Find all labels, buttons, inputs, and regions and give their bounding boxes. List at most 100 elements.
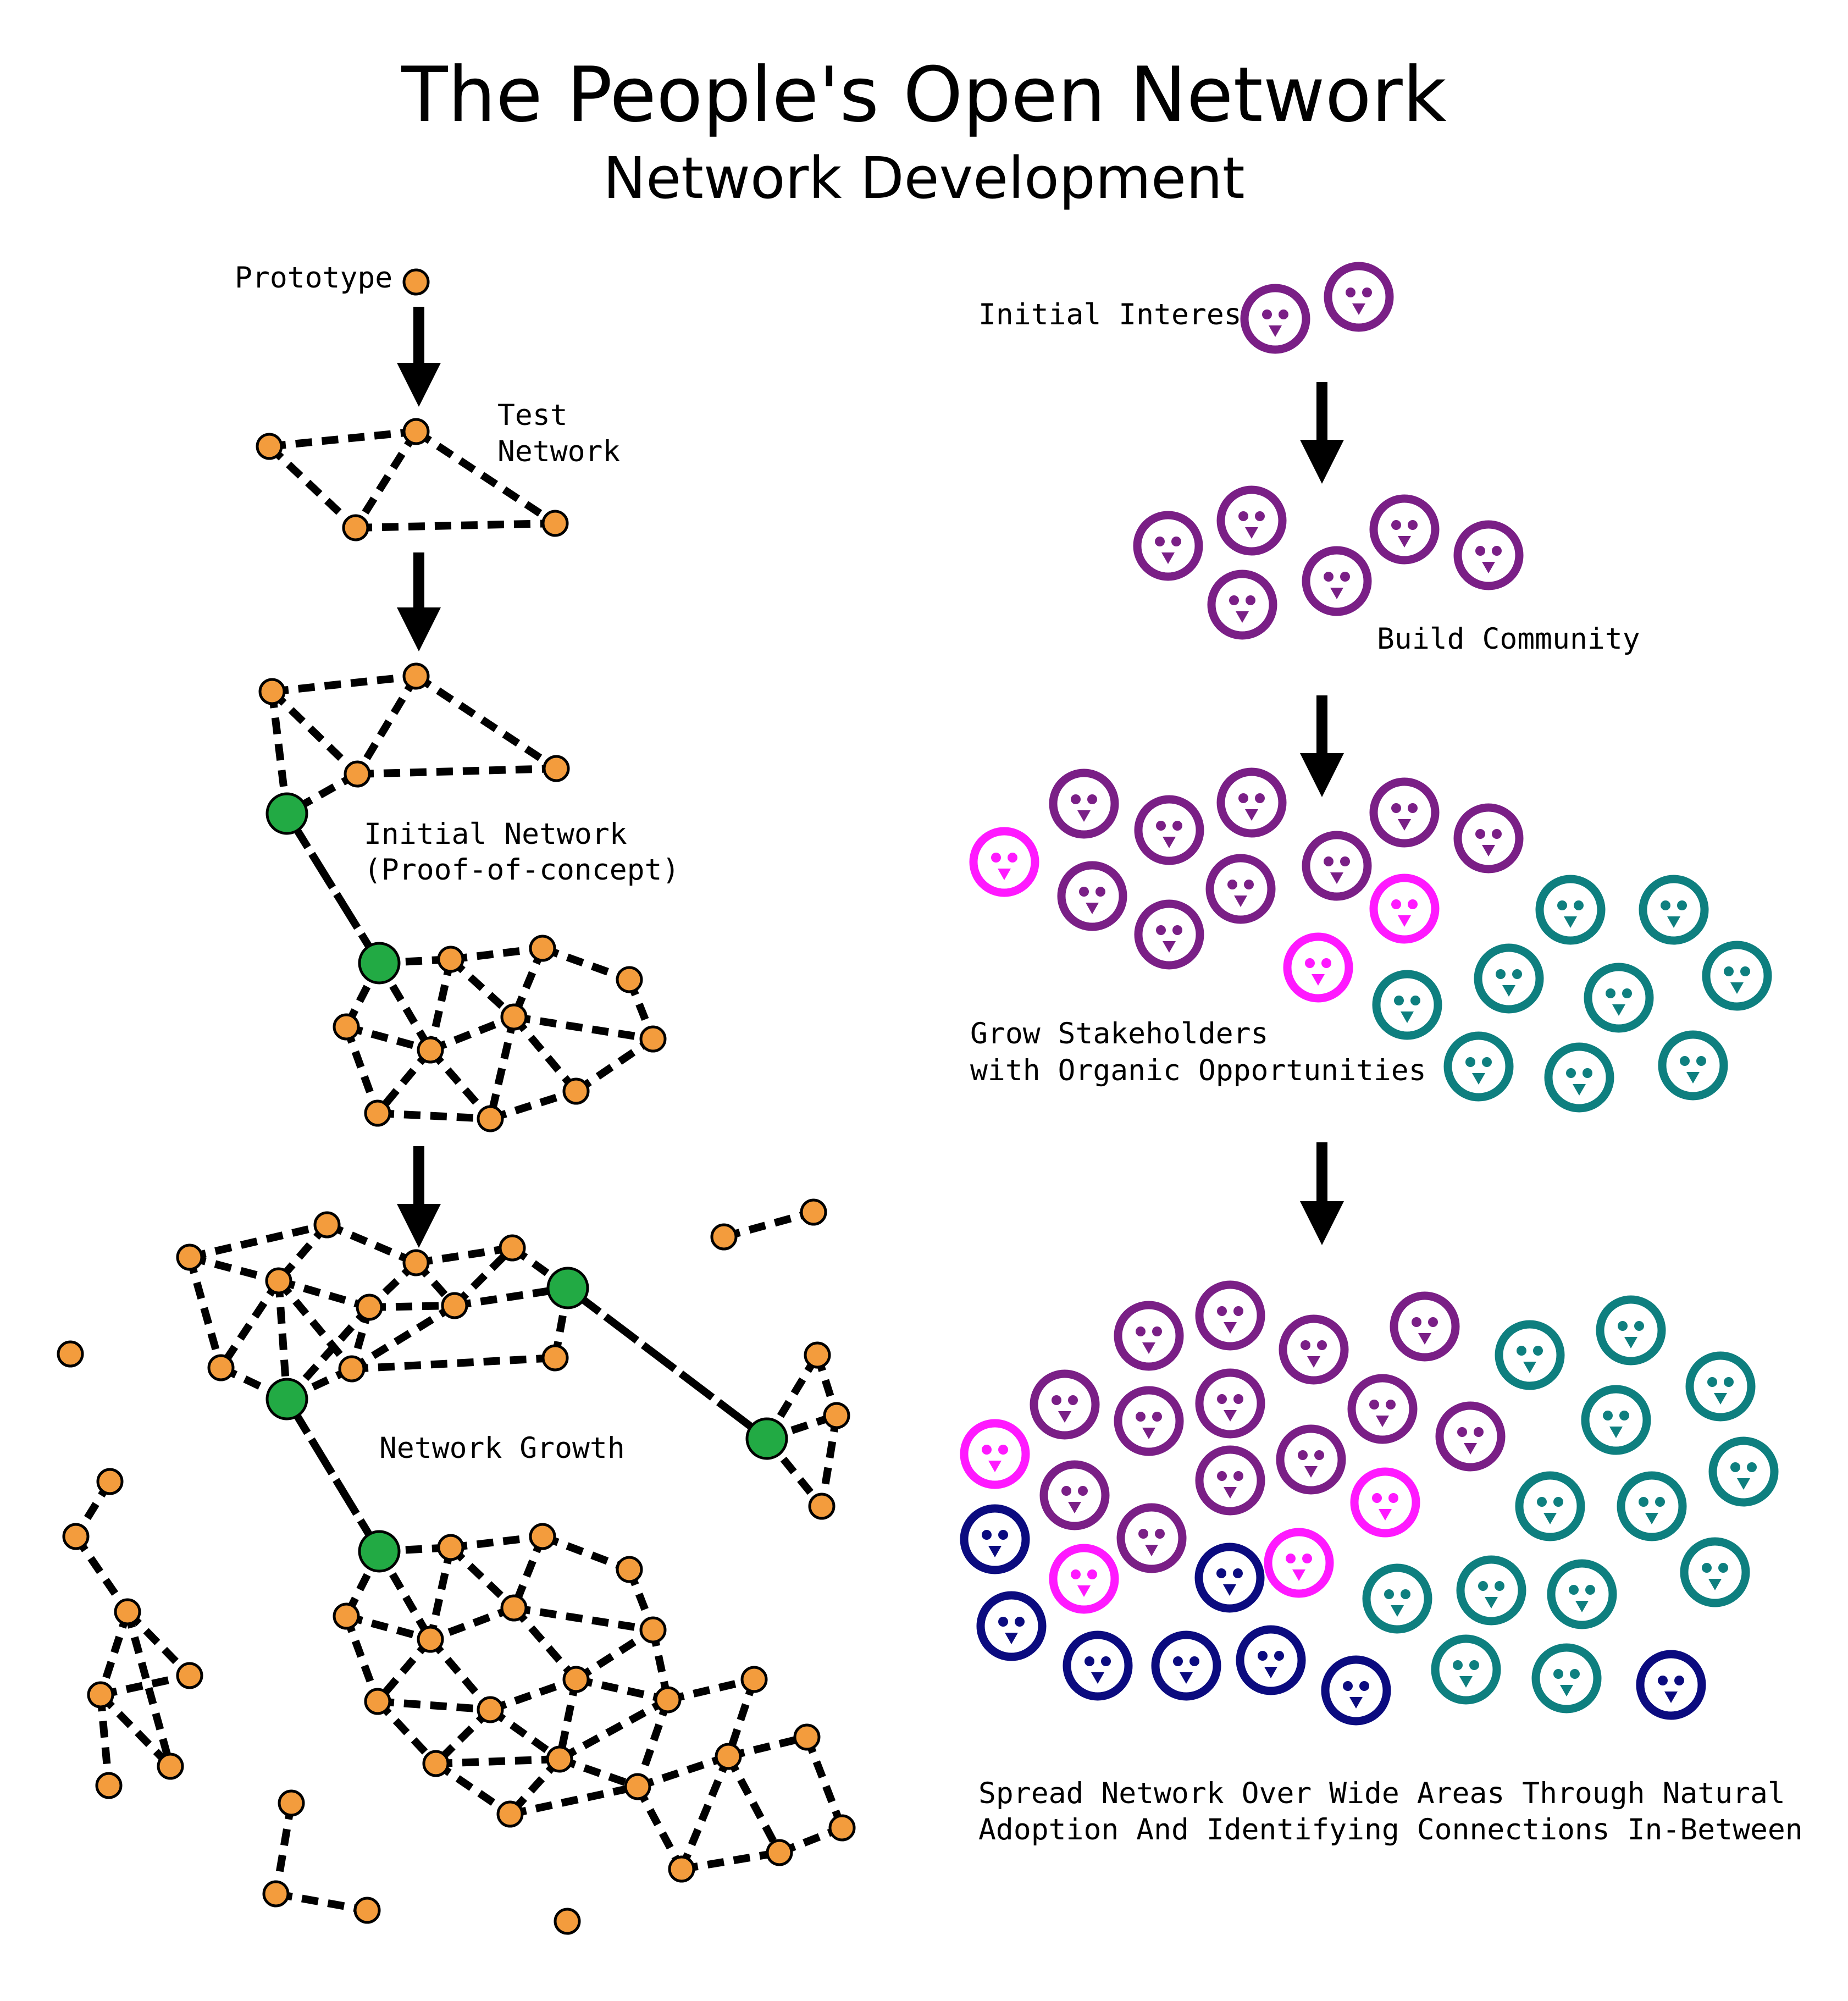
mesh-link [124,1611,174,1767]
label-build-community: Build Community [1377,622,1640,656]
person-face-icon [1535,875,1606,945]
mesh-link [509,1783,639,1818]
person-face-icon [1369,777,1440,848]
node-icon [793,1723,821,1751]
node-icon [364,1099,391,1127]
mesh-link [97,1694,113,1786]
mesh-link [429,1013,516,1054]
person-face-icon [1279,1314,1349,1385]
person-face-icon [1195,1445,1265,1516]
person-face-icon [1639,875,1709,945]
mesh-link [511,1014,579,1094]
node-icon [313,1211,341,1239]
label-initial-interest: Initial Interest [978,298,1259,331]
person-face-icon [1431,1634,1501,1705]
mesh-link [189,1253,280,1285]
mesh-link [345,1612,431,1643]
mesh-link [275,1280,291,1400]
node-icon [353,1897,381,1924]
mesh-link [575,1676,669,1704]
node-icon [441,1292,468,1319]
person-face-icon [1049,1544,1119,1614]
label-test-network-line1: Test [497,399,568,432]
node-icon [207,1354,235,1381]
mesh-link [727,1733,808,1760]
label-initial-network-line2: (Proof-of-concept) [364,853,679,887]
mesh-link [634,1784,685,1871]
mesh-link [724,1678,758,1758]
mesh-link [99,1672,191,1699]
person-face-icon [1531,1643,1602,1713]
label-initial-network-line1: Initial Network [364,817,627,851]
node-icon [804,1341,831,1369]
mesh-link [325,1221,418,1267]
mesh-link [513,1604,654,1634]
node-icon [541,1344,569,1372]
node-icon [437,1534,464,1561]
down-arrow-icon [397,1146,441,1248]
node-icon [417,1036,444,1064]
person-face-icon [1114,1386,1184,1456]
mesh-link [803,1735,846,1829]
person-face-icon [1276,1424,1346,1495]
node-icon [62,1523,90,1550]
mesh-link [488,1706,562,1762]
mesh-link [186,1256,225,1369]
mesh-link [342,1025,381,1115]
mesh-link [556,1678,580,1760]
mesh-link [427,1637,494,1712]
node-icon [96,1468,124,1495]
person-face-icon [1708,1436,1779,1507]
node-icon [828,1814,856,1842]
backbone-link [284,1397,383,1554]
node-icon [496,1800,524,1828]
node-icon [338,1355,366,1383]
mesh-link [636,1753,730,1790]
gateway-node-icon [265,792,308,835]
person-face-icon [1372,970,1442,1040]
down-arrow-icon [1300,1142,1344,1245]
node-icon [176,1662,203,1689]
person-face-icon [1324,262,1394,332]
mesh-link [414,673,558,772]
person-face-icon [960,1504,1030,1574]
mesh-link [272,1802,295,1895]
mesh-link [73,1534,131,1614]
mesh-link [374,1699,439,1766]
mesh-link [351,1354,556,1373]
backbone-link [565,1285,770,1442]
node-icon [624,1773,651,1800]
person-face-icon [1453,520,1524,590]
mesh-link [345,1023,431,1054]
person-face-icon [1369,874,1440,944]
mesh-link [284,1304,373,1402]
node-icon [499,1234,526,1262]
person-face-icon [1443,1031,1514,1102]
person-face-icon [1453,803,1524,874]
mesh-link [680,1849,781,1873]
mesh-link [667,1676,755,1704]
mesh-link [434,1760,512,1817]
person-face-icon [1057,861,1127,931]
mesh-link [354,674,419,776]
node-icon [256,433,283,460]
mesh-link [448,956,517,1020]
person-face-icon [1702,941,1772,1011]
node-icon [422,1750,450,1777]
person-face-icon [1151,1630,1221,1701]
person-face-icon [1049,769,1119,839]
node-icon [766,1839,793,1866]
person-face-icon [1347,1374,1418,1444]
person-face-icon [1063,1630,1133,1701]
network-nodes [57,268,856,1935]
node-icon [344,760,371,788]
mesh-link [486,1016,518,1120]
person-face-icon [1617,1471,1687,1541]
person-face-icon [1030,1369,1100,1440]
mesh-link [513,1013,654,1043]
down-arrow-icon [397,307,441,407]
mesh-link [97,1692,174,1769]
mesh-link [574,1627,655,1683]
mesh-link [275,1278,355,1372]
mesh-link [278,1277,370,1311]
